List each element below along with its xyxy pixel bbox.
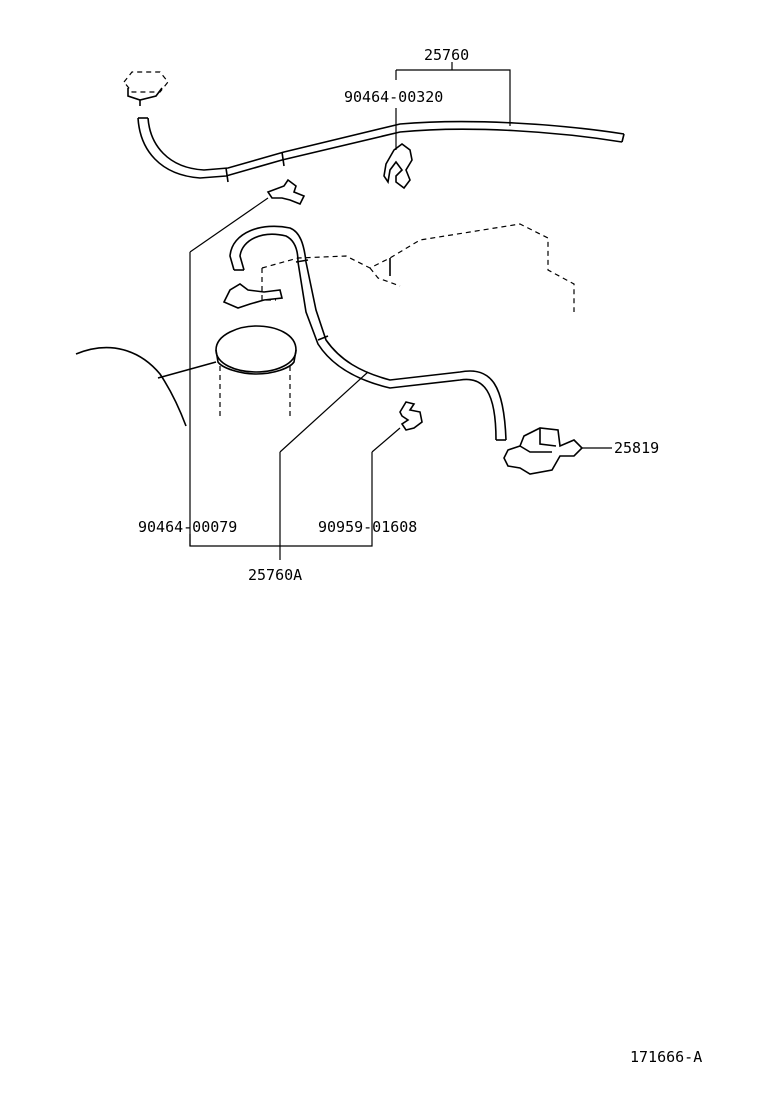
upper-hose-assembly xyxy=(123,71,625,206)
part-number-25760A: 25760A xyxy=(248,566,302,584)
connector-cap-drawing xyxy=(123,71,169,106)
part-number-90959-01608: 90959-01608 xyxy=(318,518,417,536)
left-clamp-drawing xyxy=(266,178,306,206)
canister-drawing xyxy=(75,325,297,427)
lower-hose-drawing xyxy=(222,225,507,441)
part-number-25760: 25760 xyxy=(424,46,469,64)
diagram-reference-code: 171666-A xyxy=(630,1048,702,1066)
part-number-25819: 25819 xyxy=(614,439,659,457)
lower-clamp-drawing xyxy=(399,401,423,431)
upper-hose-drawing xyxy=(137,117,625,183)
vsv-drawing xyxy=(503,427,584,475)
leader-lines xyxy=(189,62,612,560)
engine-outline xyxy=(261,223,575,312)
part-number-90464-00079: 90464-00079 xyxy=(138,518,237,536)
upper-clamp-drawing xyxy=(383,143,413,190)
part-number-90464-00320: 90464-00320 xyxy=(344,88,443,106)
